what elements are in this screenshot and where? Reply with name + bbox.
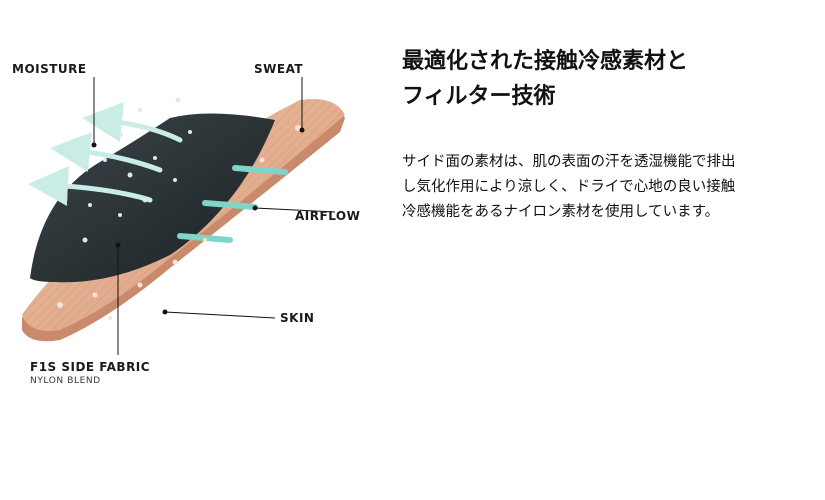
moisture-arrows <box>28 102 183 206</box>
fabric-sublabel: NYLON BLEND <box>30 376 101 386</box>
headline: 最適化された接触冷感素材と フィルター技術 <box>402 44 802 114</box>
fabric-label: F1S SIDE FABRIC <box>30 360 151 374</box>
description-line-1: サイド面の素材は、肌の表面の汗を透湿機能で排出 <box>402 154 736 170</box>
fabric-layer <box>30 113 275 283</box>
headline-line-2: フィルター技術 <box>402 84 556 109</box>
fabric-diagram <box>22 77 345 355</box>
sweat-label: SWEAT <box>254 62 304 76</box>
airflow-leader <box>254 207 336 213</box>
skin-leader <box>164 311 276 319</box>
airflow-label: AIRFLOW <box>295 209 361 223</box>
sweat-droplets <box>57 125 301 320</box>
moisture-droplets <box>82 97 192 243</box>
moisture-label: MOISTURE <box>12 62 87 76</box>
description: サイド面の素材は、肌の表面の汗を透湿機能で排出 し気化作用により涼しく、ドライで… <box>402 150 792 225</box>
headline-line-1: 最適化された接触冷感素材と <box>402 49 689 74</box>
description-line-2: し気化作用により涼しく、ドライで心地の良い接触 <box>402 179 736 195</box>
description-line-3: 冷感機能をあるナイロン素材を使用しています。 <box>402 204 720 220</box>
skin-label: SKIN <box>280 311 315 325</box>
